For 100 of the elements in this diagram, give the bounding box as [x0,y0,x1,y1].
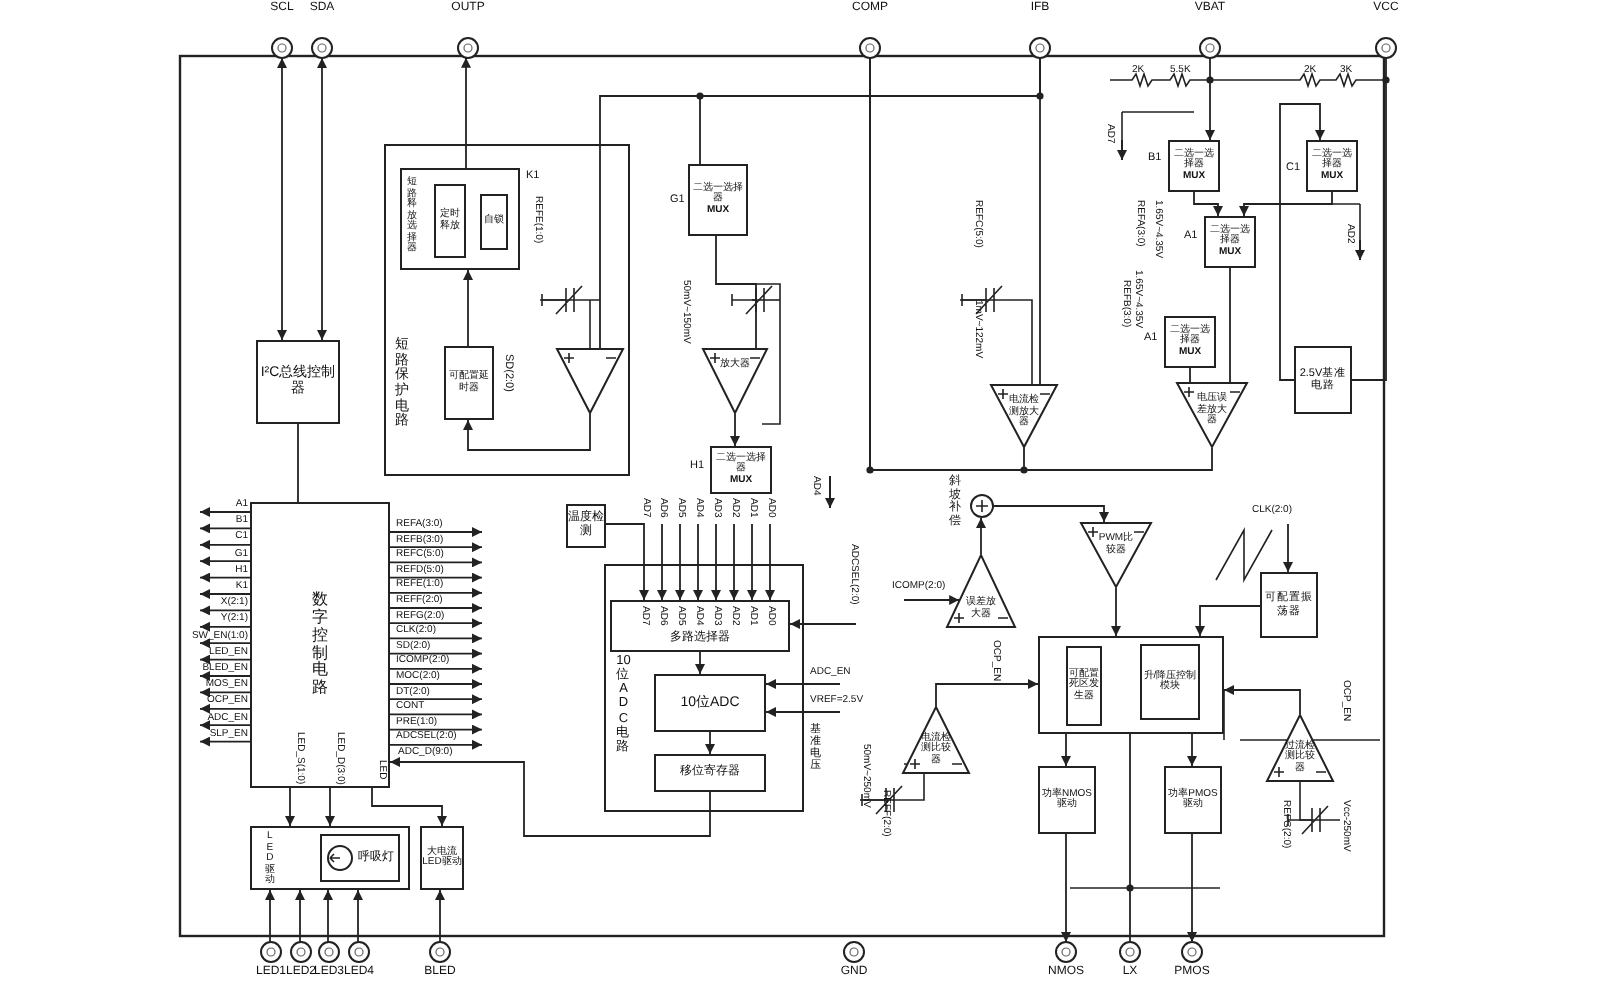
connector [1193,191,1223,217]
signal-arrow [729,523,739,601]
group-frame [1038,636,1224,734]
signal-arrow [199,572,251,583]
amplifier-triangle [946,554,1016,628]
signal-arrow [711,523,721,601]
connector [1239,191,1333,217]
signal-arrow [389,724,483,735]
connector [325,787,335,827]
block-box [566,504,606,548]
connector [463,413,591,451]
amplifier-triangle [556,348,624,414]
signal-arrow [389,542,483,553]
signal-arrow [199,539,251,550]
block-box [1260,572,1318,638]
signal-arrow [199,507,251,517]
connector [1187,733,1197,767]
signal-arrow [389,557,483,568]
connector [1187,833,1197,943]
signal-arrow [199,638,251,649]
connector [730,413,740,447]
signal-arrow [903,595,961,605]
connector [993,505,1109,523]
block-box [654,754,766,792]
signal-arrow [389,663,483,674]
connector [435,889,445,943]
connector [463,269,473,347]
signal-arrow [389,633,483,644]
connector [389,757,711,837]
connector [297,423,299,503]
connector [605,523,649,601]
signal-arrow [389,527,483,537]
connector [371,787,447,827]
connector [1195,605,1261,637]
connector [277,57,287,341]
amplifier-triangle [990,384,1058,448]
group-frame [604,564,804,812]
connector [1061,733,1071,767]
connector [285,787,295,827]
signal-arrow [389,618,483,629]
signal-arrow [1283,523,1293,573]
signal-arrow [765,707,841,717]
signal-arrow [389,679,483,689]
block-box [480,194,508,250]
connector [353,889,363,943]
block-box [420,826,464,890]
signal-arrow [199,556,251,567]
connector [1189,367,1191,383]
connector [1129,733,1131,943]
connector [976,517,986,555]
signal-arrow [389,709,483,720]
signal-arrow [389,648,483,659]
block-box [320,834,400,882]
connector [1061,833,1071,943]
signal-arrow [747,523,757,601]
connector [1205,57,1215,141]
block-box [1066,646,1102,726]
connector [1229,267,1231,383]
block-box [434,184,466,258]
connector [265,889,275,943]
connector [1111,587,1121,637]
amplifier-triangle [902,706,970,774]
signal-arrow [199,654,251,665]
connector [461,56,471,169]
signal-arrow [199,703,251,714]
signal-arrow [199,720,251,731]
connector [935,679,1039,707]
connector [699,57,1041,165]
signal-arrow [657,523,667,601]
connector [715,235,757,349]
block-label: 数字控制电路 [310,592,330,698]
block-box [1294,346,1352,414]
connector [323,889,333,943]
connector [705,731,715,755]
block-box [1164,766,1222,834]
block-box [250,502,390,788]
connector [295,889,305,943]
signal-arrow [789,619,857,629]
connector [317,57,327,341]
group-frame [384,144,630,476]
signal-arrow [693,523,703,601]
connector [869,57,1213,471]
connector [1223,685,1301,715]
signal-arrow [199,687,251,698]
signal-arrow [199,523,251,534]
signal-arrow [389,694,483,705]
group-frame [250,826,410,890]
signal-arrow [675,523,685,601]
connector [1279,103,1325,381]
signal-arrow [765,679,841,689]
block-box [1140,644,1200,720]
connector [695,651,705,675]
signal-arrow [389,603,483,613]
block-box [1038,766,1096,834]
connector [1351,57,1387,381]
signal-arrow [199,736,251,747]
signal-arrow [765,523,775,601]
amplifier-triangle [1080,522,1152,588]
amplifier-triangle [1176,382,1248,448]
signal-arrow [199,589,251,599]
